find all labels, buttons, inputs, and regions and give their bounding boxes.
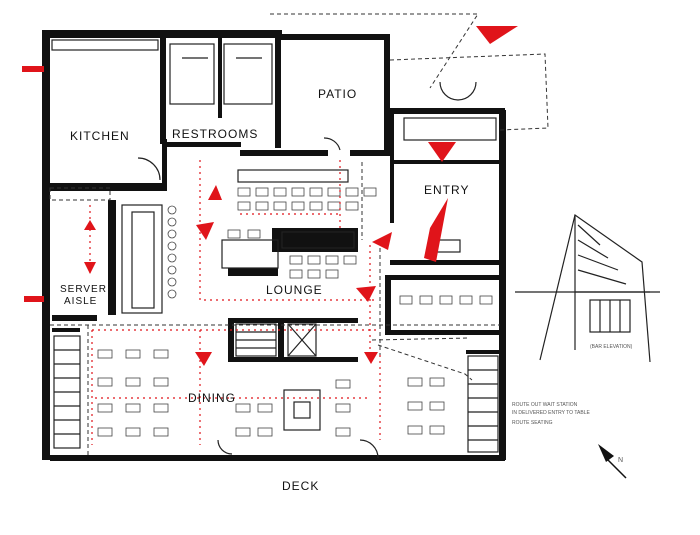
room-label-dining: DINING	[188, 391, 236, 405]
dashed-outlines	[49, 13, 549, 455]
lounge-tables	[227, 187, 377, 279]
room-labels: KITCHEN RESTROOMS PATIO ENTRY SERVER AIS…	[60, 87, 469, 493]
room-label-restrooms: RESTROOMS	[172, 127, 258, 141]
room-label-kitchen: KITCHEN	[70, 129, 130, 143]
route-arrow-icon	[195, 352, 212, 366]
bar-elevation-label: (BAR ELEVATION)	[590, 344, 633, 350]
route-arrow-icon	[364, 352, 378, 364]
legend-note-line: ROUTE OUT WAIT STATION	[512, 402, 578, 408]
bar-stools	[167, 205, 177, 299]
furniture	[97, 187, 493, 437]
route-arrow-icon	[208, 185, 222, 200]
room-label-entry: ENTRY	[424, 183, 469, 197]
room-label-server: SERVER	[60, 284, 107, 295]
route-arrows	[22, 26, 518, 366]
room-label-aisle: AISLE	[64, 296, 97, 307]
entry-marker-icon	[476, 26, 518, 44]
route-arrow-icon	[356, 286, 376, 302]
route-arrow-icon	[84, 220, 96, 230]
room-label-patio: PATIO	[318, 87, 357, 101]
route-arrow-icon	[372, 232, 392, 250]
svg-text:N: N	[618, 457, 623, 464]
route-arrow-icon	[84, 262, 96, 274]
circulation-routes	[89, 160, 381, 445]
interior-walls	[50, 34, 503, 362]
dining-tables	[97, 295, 493, 437]
legend-note-line: ROUTE SEATING	[512, 420, 553, 426]
route-arrow-icon	[424, 198, 448, 262]
room-label-deck: DECK	[282, 479, 319, 493]
exit-marker-icon	[24, 296, 44, 302]
linework	[51, 39, 499, 459]
north-arrow-icon: N	[598, 444, 627, 479]
exit-marker-icon	[22, 66, 44, 72]
legend-notes: ROUTE OUT WAIT STATION IN DELIVERED ENTR…	[512, 402, 590, 426]
bar-elevation-sketch: (BAR ELEVATION)	[515, 214, 660, 363]
room-label-lounge: LOUNGE	[266, 283, 323, 297]
route-arrow-icon	[428, 142, 456, 162]
legend-note-line: IN DELIVERED ENTRY TO TABLE	[512, 410, 590, 416]
route-arrow-icon	[196, 222, 214, 240]
